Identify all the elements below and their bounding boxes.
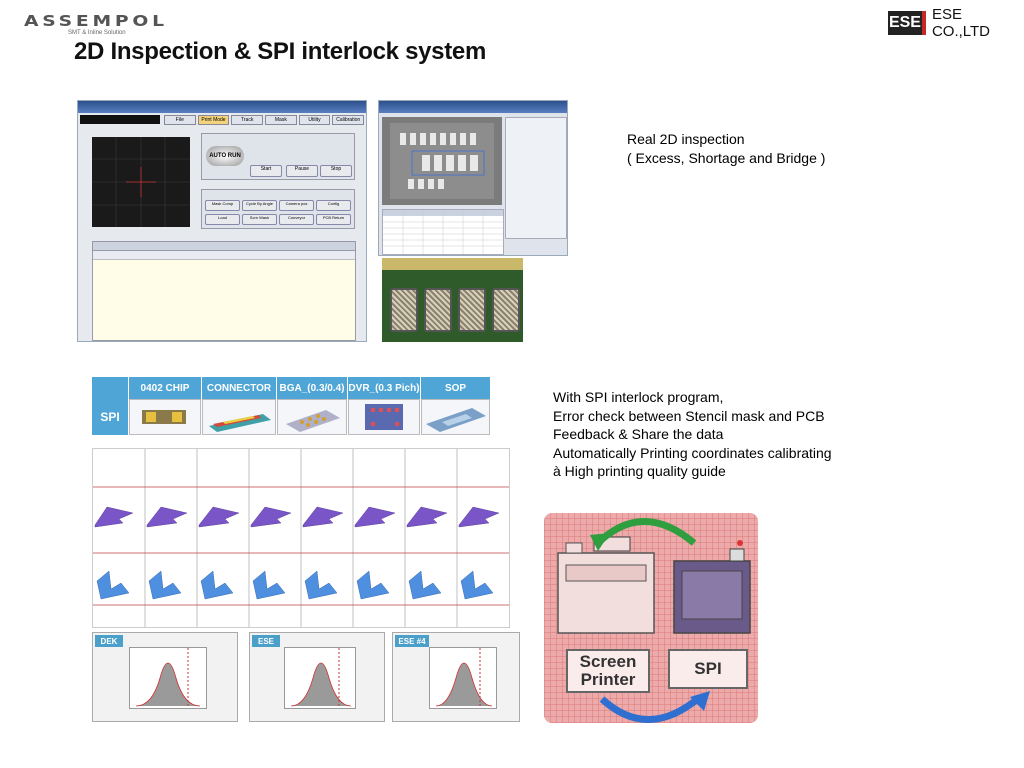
screen-printer-label-line-2: Printer [580, 670, 636, 689]
spi-line-3: Feedback & Share the data [553, 426, 724, 442]
mask-comp-button[interactable]: Mask Comp [205, 200, 240, 211]
inspection-description: Real 2D inspection ( Excess, Shortage an… [627, 130, 825, 167]
stencil-apertures [390, 123, 494, 199]
inspection-data-table [382, 209, 504, 255]
spi-image-bga [277, 399, 347, 435]
spi-histogram-strip [92, 448, 510, 628]
assempol-logo-subtitle: SMT & Inline Solution [68, 30, 126, 36]
page-title: 2D Inspection & SPI interlock system [74, 38, 487, 65]
pcb-solder-photo [382, 258, 523, 342]
tab-utility[interactable]: Utility [298, 115, 331, 125]
tab-track[interactable]: Track [231, 115, 264, 125]
inspection-software-screenshot: File Print Mode Track Mask Utility Calib… [77, 100, 367, 342]
stats-panel-ese: ESE [249, 632, 385, 722]
stats-tag-dek: DEK [95, 635, 123, 647]
stop-button[interactable]: Stop [320, 165, 352, 177]
spi-image-dvr [348, 399, 420, 435]
spi-image-0402-chip [129, 399, 201, 435]
inspection-title-bar [379, 101, 567, 113]
ese-company-name: ESE CO.,LTD [931, 6, 990, 40]
assempol-logo: ASSEMPOL SMT & Inline Solution [24, 12, 164, 36]
camera-view [92, 137, 190, 227]
arrow-bottom-head-icon [690, 691, 710, 711]
stats-plot-ese-4 [429, 647, 497, 709]
solder-pad-2 [424, 288, 452, 332]
spi-line-5: à High printing quality guide [553, 463, 726, 479]
spi-col-connector: CONNECTOR [202, 377, 276, 399]
arrow-bottom-icon [599, 694, 703, 723]
config-button[interactable]: Config [316, 200, 351, 211]
arrow-top-icon [597, 518, 697, 546]
tab-file[interactable]: File [164, 115, 196, 125]
software-title-bar [78, 101, 366, 113]
spi-description: With SPI interlock program, Error check … [553, 388, 832, 481]
inspection-settings-pane [505, 117, 567, 239]
auto-run-group: AUTO RUN Start Pause Stop [201, 133, 355, 180]
utility-group: Mask Comp Cycle By Angle Camera pos Conf… [201, 189, 355, 229]
stats-panel-ese-4: ESE #4 [392, 632, 520, 722]
inspection-line-2: ( Excess, Shortage and Bridge ) [627, 149, 826, 166]
start-button[interactable]: Start [250, 165, 282, 177]
camera-crosshair [92, 137, 190, 227]
stats-plot-ese [284, 647, 356, 709]
spi-machine-label: SPI [668, 649, 748, 689]
spi-histograms [93, 449, 509, 627]
diagram-arrows [590, 518, 710, 723]
cycle-by-angle-button[interactable]: Cycle By Angle [242, 200, 277, 211]
diagram-machines [557, 536, 751, 634]
tab-print-mode[interactable]: Print Mode [197, 115, 230, 125]
spi-col-dvr: DVR_(0.3 Pich) [348, 377, 420, 399]
tab-calibration[interactable]: Calibration [332, 115, 365, 125]
assempol-logo-text: ASSEMPOL [24, 12, 168, 30]
ese-logo-mark: ESE [888, 11, 926, 35]
pcb-return-button[interactable]: PCB Return [316, 214, 351, 225]
spi-row-label: SPI [92, 399, 128, 435]
spi-image-connector [202, 399, 276, 435]
spi-line-4: Automatically Printing coordinates calib… [553, 444, 832, 461]
stats-tag-ese: ESE [252, 635, 280, 647]
solder-pad-4 [492, 288, 520, 332]
inspection-line-1: Real 2D inspection [627, 131, 745, 147]
screen-printer-label: Screen Printer [566, 649, 650, 693]
ese-logo: ESE ESE CO.,LTD [888, 6, 1024, 40]
stats-plot-dek [129, 647, 207, 709]
production-table [92, 241, 356, 341]
solder-pad-3 [458, 288, 486, 332]
software-tab-bar: File Print Mode Track Mask Utility Calib… [164, 115, 365, 125]
load-button[interactable]: Load [205, 214, 240, 225]
spi-line-1: With SPI interlock program, [553, 389, 724, 405]
spi-col-sop: SOP [421, 377, 490, 399]
solder-pad-1 [390, 288, 418, 332]
camera-pos-button[interactable]: Camera pos [279, 200, 314, 211]
stencil-view [382, 117, 502, 205]
spi-component-table: SPI 0402 CHIP CONNECTOR BGA_(0.3/0.4) DV… [92, 377, 492, 437]
spi-image-sop [421, 399, 490, 435]
interlock-diagram: Screen Printer SPI [544, 513, 758, 723]
arrow-top-head-icon [590, 533, 610, 551]
conveyor-button[interactable]: Conveyor [279, 214, 314, 225]
pause-button[interactable]: Pause [286, 165, 318, 177]
mode-label-bar [80, 115, 160, 124]
inspection-grid [383, 210, 503, 254]
stats-panel-dek: DEK [92, 632, 238, 722]
auto-run-button[interactable]: AUTO RUN [206, 146, 244, 166]
stats-tag-ese-4: ESE #4 [395, 635, 429, 647]
scrn-wash-button[interactable]: Scrn Wash [242, 214, 277, 225]
spi-col-0402-chip: 0402 CHIP [129, 377, 201, 399]
screen-printer-label-line-1: Screen [579, 652, 637, 671]
spi-line-2: Error check between Stencil mask and PCB [553, 407, 825, 424]
tab-mask[interactable]: Mask [265, 115, 297, 125]
inspection-result-screenshot [378, 100, 568, 256]
spi-col-bga: BGA_(0.3/0.4) [277, 377, 347, 399]
